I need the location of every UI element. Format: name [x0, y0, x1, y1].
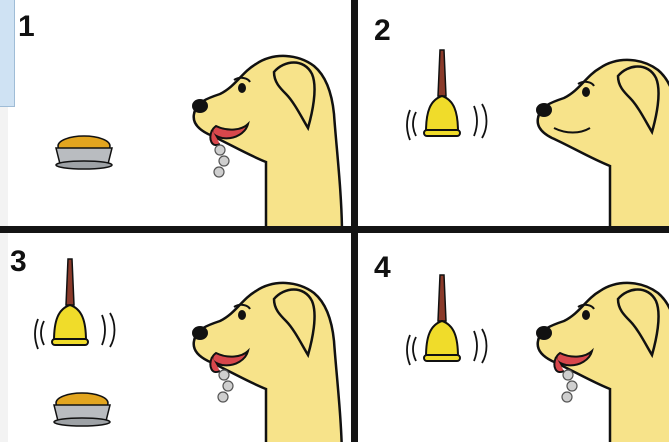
drool-icon	[556, 369, 586, 409]
panel-number-3: 3	[10, 247, 27, 277]
vertical-divider	[351, 0, 358, 442]
dog-head-icon	[530, 271, 669, 442]
panel-2: 2	[358, 4, 669, 227]
corner-tab	[0, 0, 15, 107]
bell-icon	[30, 255, 130, 365]
left-edge	[0, 100, 8, 442]
food-bowl-icon	[46, 126, 126, 176]
panel-number-4: 4	[374, 253, 391, 283]
panel-number-1: 1	[18, 12, 35, 42]
panel-4: 4	[358, 233, 669, 442]
drool-icon	[212, 369, 242, 409]
dog-head-icon	[186, 271, 351, 442]
bell-icon	[402, 46, 502, 156]
dog-head-icon	[530, 48, 669, 227]
panel-number-2: 2	[374, 16, 391, 46]
bell-icon	[402, 271, 502, 381]
food-bowl-icon	[44, 383, 124, 433]
panel-3: 3	[8, 233, 351, 442]
dog-head-icon	[186, 44, 351, 227]
drool-icon	[208, 144, 238, 184]
horizontal-divider	[0, 226, 669, 233]
panel-1: 1	[8, 4, 351, 227]
